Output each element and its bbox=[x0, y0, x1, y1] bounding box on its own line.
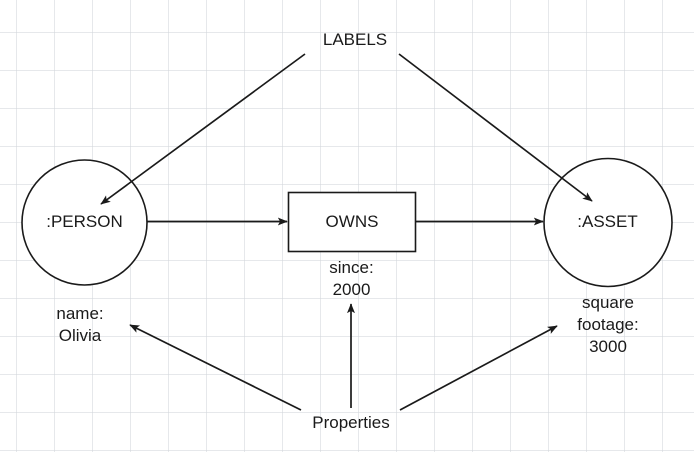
node-person-circle[interactable] bbox=[21, 159, 148, 286]
edge-labels-person[interactable] bbox=[100, 53, 306, 205]
labels-annotation-text: LABELS bbox=[322, 30, 388, 49]
asset-property-label: square footage: 3000 bbox=[577, 293, 639, 356]
owns-property-label: since: 2000 bbox=[329, 258, 374, 299]
edge-properties-person-props[interactable] bbox=[129, 324, 302, 411]
node-owns-rect[interactable] bbox=[287, 191, 417, 253]
node-person-label: :PERSON bbox=[46, 212, 123, 231]
person-property-label: name: Olivia bbox=[56, 304, 104, 345]
properties-annotation-text: Properties bbox=[312, 413, 390, 432]
node-owns-label: OWNS bbox=[325, 212, 379, 231]
edge-labels-asset[interactable] bbox=[398, 53, 593, 202]
edge-properties-asset-props[interactable] bbox=[399, 325, 558, 411]
node-asset-circle[interactable] bbox=[543, 157, 673, 288]
node-asset-label: :ASSET bbox=[577, 212, 638, 231]
